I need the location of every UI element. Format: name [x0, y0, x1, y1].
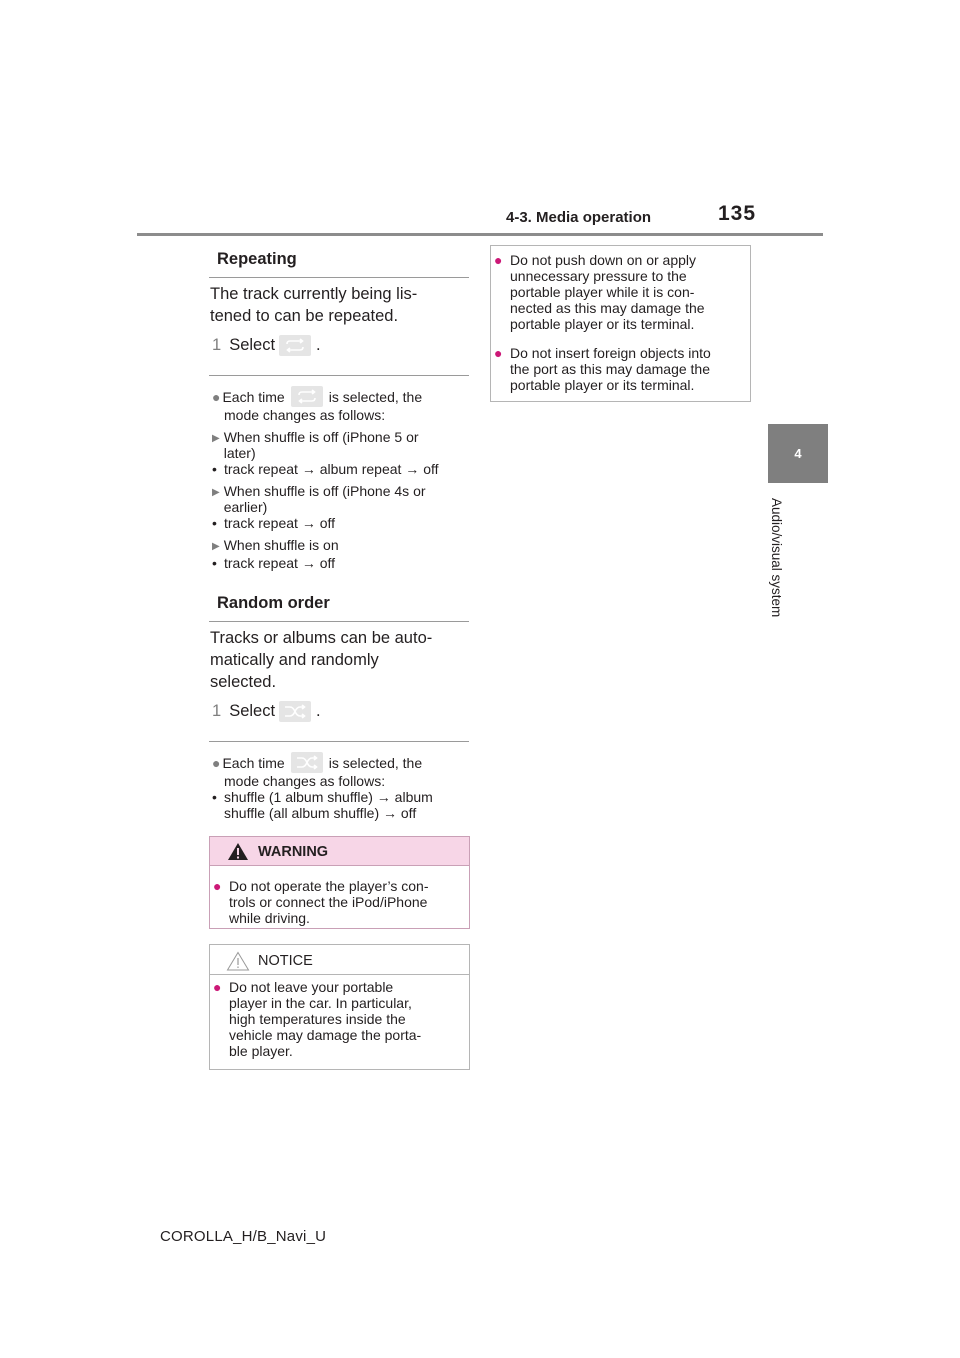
- notice-continued-box: ● Do not push down on or apply unnecessa…: [490, 245, 751, 402]
- repeating-heading: Repeating: [209, 250, 469, 278]
- notice-header: NOTICE: [210, 945, 469, 975]
- divider: [209, 741, 469, 742]
- case-3: ▶ When shuffle is on: [212, 537, 339, 553]
- header-rule: [137, 233, 823, 236]
- step-text: Select: [229, 702, 276, 720]
- repeating-intro: The track currently being lis- tened to …: [210, 285, 418, 325]
- notice-triangle-icon: [226, 951, 250, 971]
- random-step: 1 Select .: [212, 701, 321, 722]
- step-text: Select: [229, 336, 276, 354]
- repeat-icon[interactable]: [279, 335, 312, 356]
- repeat-icon: [290, 386, 323, 407]
- bullet-icon: ●: [213, 979, 222, 995]
- warning-header: WARNING: [210, 837, 469, 866]
- shuffle-icon[interactable]: [279, 701, 312, 722]
- pointer-icon: ▶: [212, 487, 220, 498]
- bullet-icon: ●: [494, 252, 503, 268]
- notice-text: ● Do not leave your portable player in t…: [213, 979, 422, 1059]
- notice-item-1: ● Do not push down on or apply unnecessa…: [494, 252, 705, 332]
- warning-label: WARNING: [258, 844, 329, 860]
- repeating-note: ● Each time is selected, the mode change…: [212, 386, 470, 571]
- bullet-icon: ●: [494, 345, 503, 361]
- notice-label: NOTICE: [258, 953, 313, 969]
- chapter-title: Audio/visual system: [769, 498, 784, 618]
- footer-model-code: COROLLA_H/B_Navi_U: [160, 1228, 327, 1245]
- repeating-step: 1 Select .: [212, 335, 321, 356]
- notice-item-2: ● Do not insert foreign objects into the…: [494, 345, 711, 393]
- random-intro: Tracks or albums can be auto- matically …: [210, 629, 433, 691]
- warning-text: ● Do not operate the player’s con-trols …: [213, 878, 429, 926]
- chapter-tab[interactable]: 4: [768, 424, 828, 483]
- step-number: 1: [212, 336, 222, 354]
- section-title: 4-3. Media operation: [506, 209, 652, 226]
- pointer-icon: ▶: [212, 541, 220, 552]
- pointer-icon: ▶: [212, 433, 220, 444]
- shuffle-icon: [290, 752, 323, 773]
- divider: [209, 375, 469, 376]
- page-number: 135: [718, 202, 757, 225]
- random-note: ● Each time is selected, the mode change…: [212, 752, 470, 821]
- bullet-icon: ●: [212, 754, 221, 771]
- chapter-number: 4: [794, 446, 802, 461]
- bullet-icon: ●: [213, 878, 222, 894]
- step-number: 1: [212, 702, 222, 720]
- notice-box: NOTICE ● Do not leave your portable play…: [209, 944, 470, 1070]
- random-heading: Random order: [209, 594, 469, 622]
- bullet-icon: ●: [212, 388, 221, 405]
- warning-box: WARNING ● Do not operate the player’s co…: [209, 836, 470, 929]
- warning-triangle-icon: [228, 843, 248, 860]
